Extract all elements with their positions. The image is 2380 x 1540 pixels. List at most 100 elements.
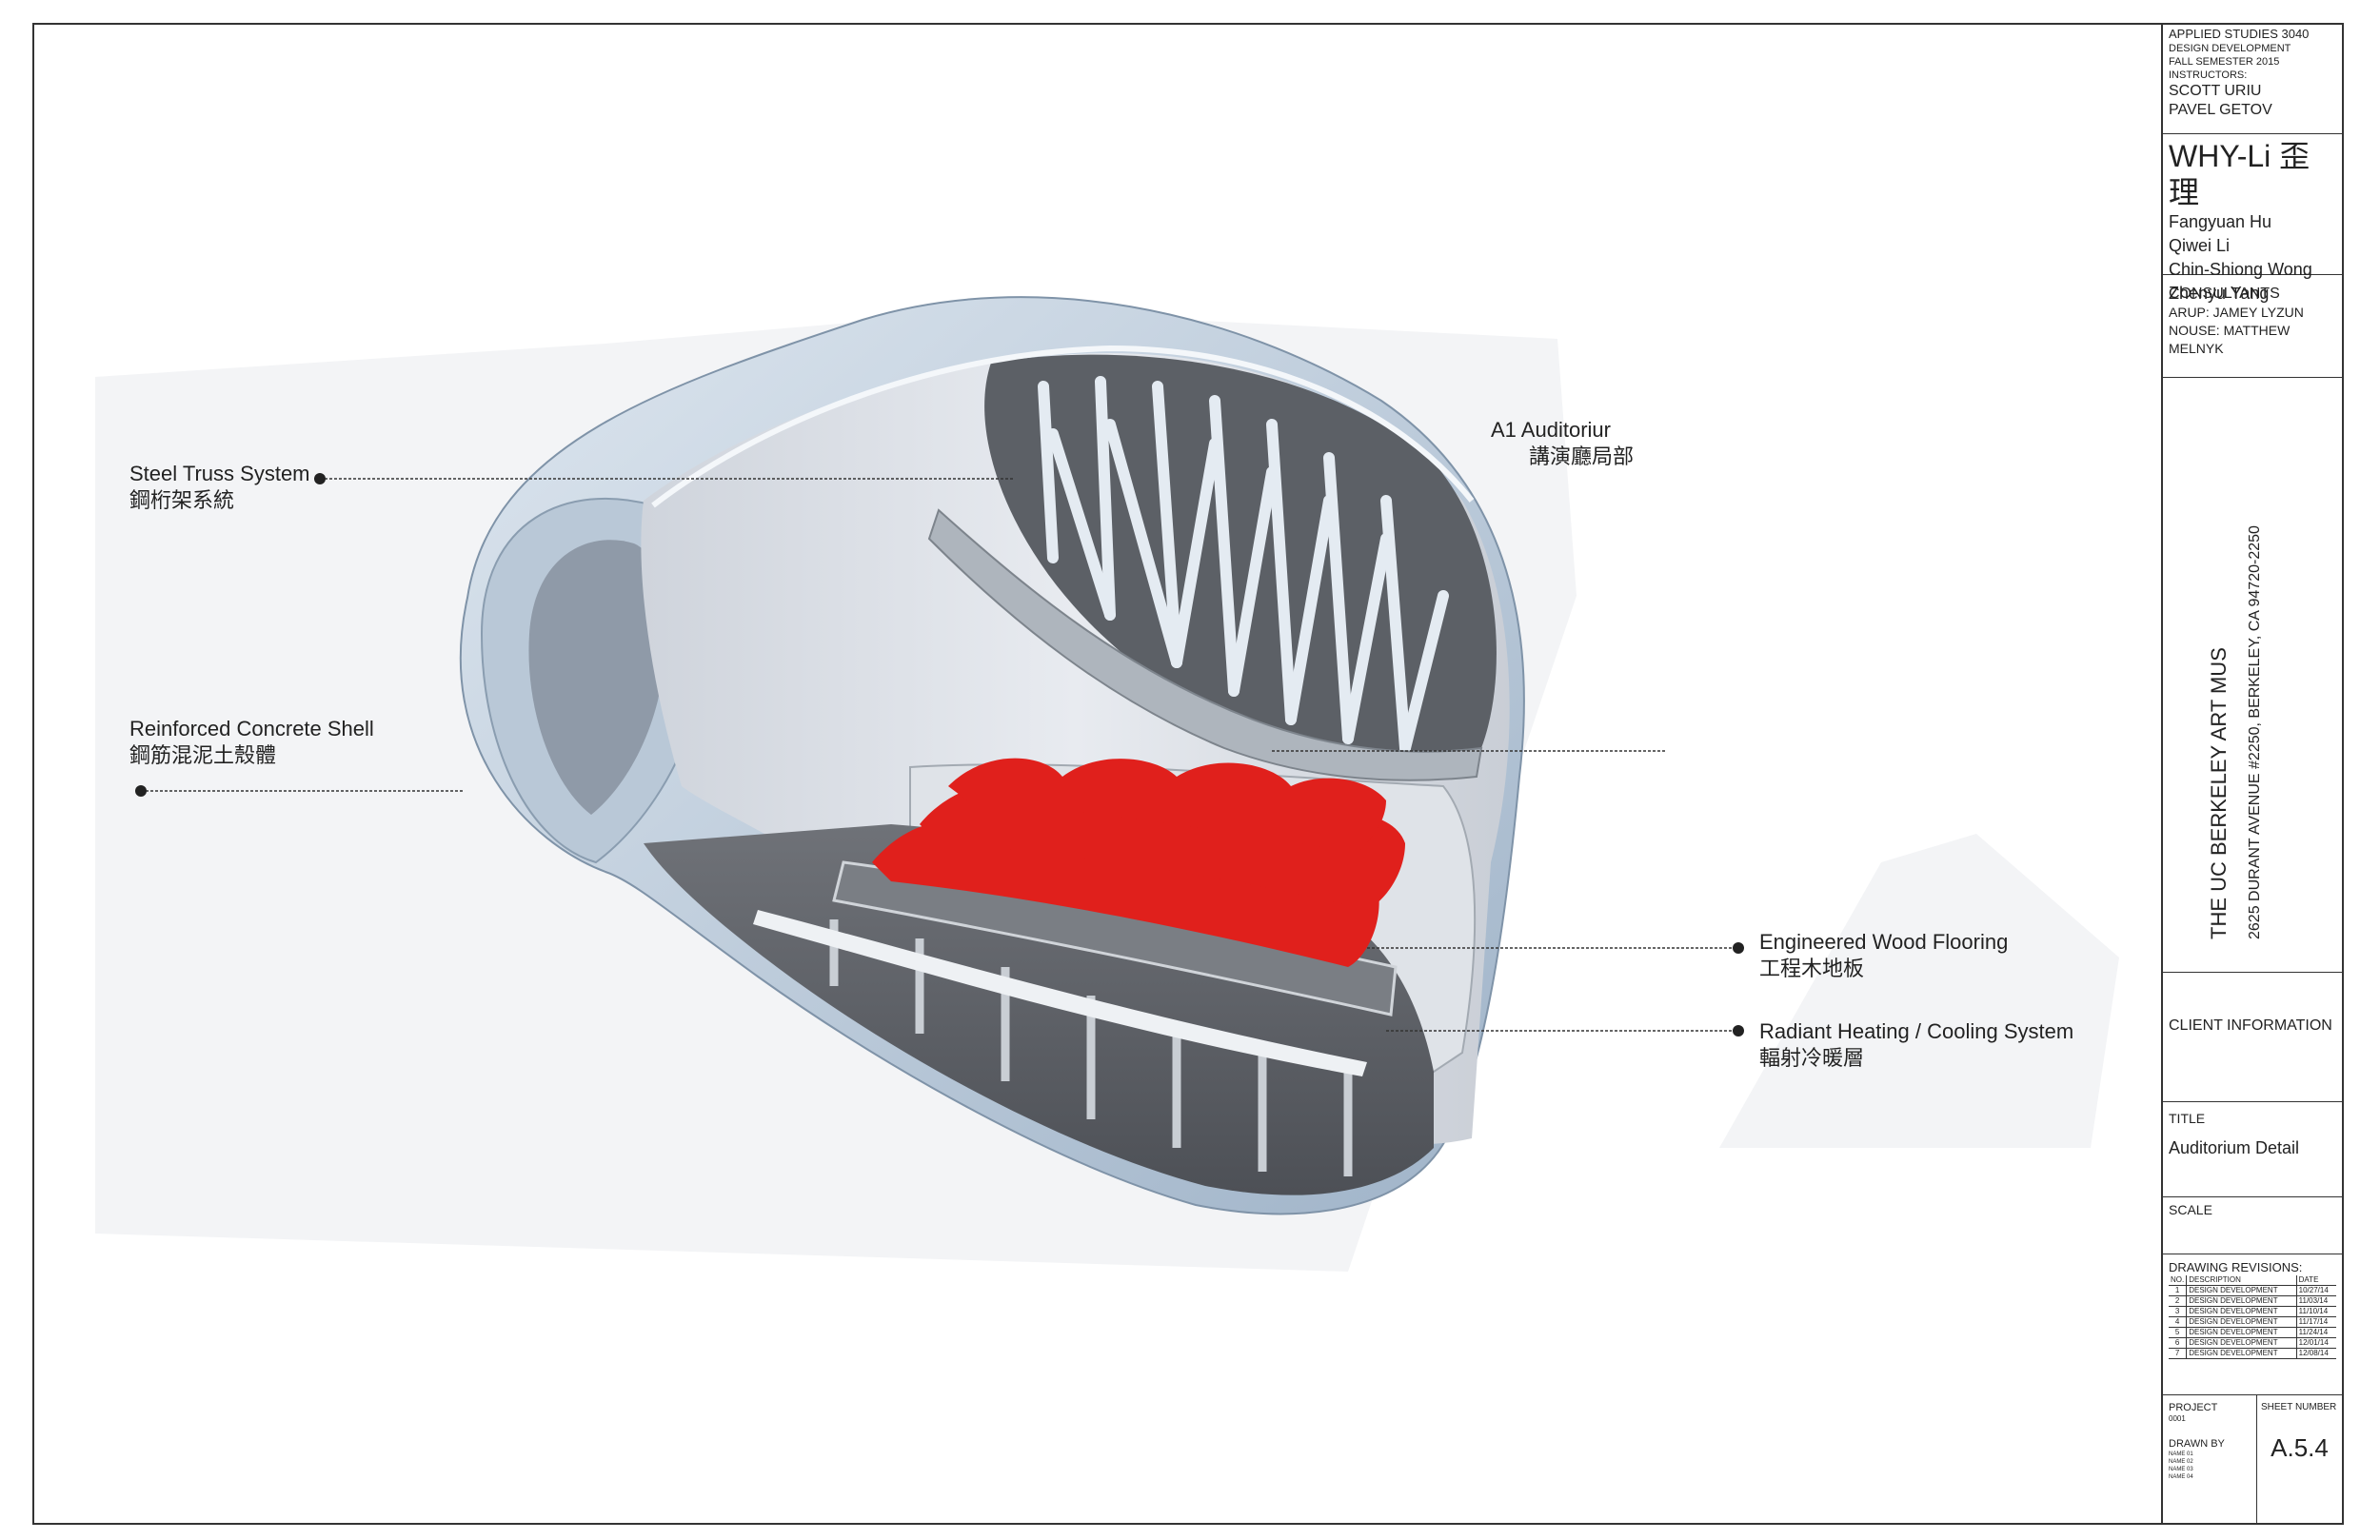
callout-leaders [141,478,1738,1032]
course-phase: DESIGN DEVELOPMENT [2169,43,2291,54]
rev-desc: DESIGN DEVELOPMENT [2186,1316,2297,1328]
revisions-section: DRAWING REVISIONS: NO. DESCRIPTION DATE … [2163,1254,2342,1395]
callout-steel-truss-zh: 鋼桁架系統 [129,488,235,512]
steel-truss-members [1038,376,1449,754]
rev-header-date: DATE [2296,1275,2336,1286]
project-name: THE UC BERKELEY ART MUS [2207,647,2231,939]
title-block: APPLIED STUDIES 3040 DESIGN DEVELOPMENT … [2161,25,2342,1523]
drawn-by-name: NAME 03 [2169,1467,2193,1472]
consultants-info: CONSULTANTS ARUP: JAMEY LYZUN NOUSE: MAT… [2163,275,2342,378]
callout-steel-truss-en: Steel Truss System [129,462,310,485]
ceiling-acoustic-panels [927,508,1483,781]
rev-desc: DESIGN DEVELOPMENT [2186,1337,2297,1349]
callout-concrete-shell: Reinforced Concrete Shell 鋼筋混泥土殼體 [129,716,374,769]
rev-date: 11/24/14 [2296,1327,2336,1338]
sheet-number: A.5.4 [2271,1433,2329,1462]
callout-wood-flooring: Engineered Wood Flooring 工程木地板 [1759,929,2008,982]
callout-radiant-system: Radiant Heating / Cooling System 輻射冷暖層 [1759,1018,2073,1072]
sheet-frame [32,23,2344,1525]
sheet-number-label: SHEET NUMBER [2261,1402,2337,1412]
rev-date: 10/27/14 [2296,1285,2336,1296]
rev-date: 11/10/14 [2296,1306,2336,1317]
callout-auditorium-en: A1 Auditoriur [1491,418,1611,442]
rev-date: 12/01/14 [2296,1337,2336,1349]
course-semester: FALL SEMESTER 2015 [2169,56,2280,68]
structural-columns [829,919,1353,1176]
rev-date: 11/17/14 [2296,1316,2336,1328]
title-label: TITLE [2169,1111,2206,1126]
revisions-header-row: NO. DESCRIPTION DATE [2169,1275,2336,1286]
project-name-panel: THE UC BERKELEY ART MUS 2625 DURANT AVEN… [2163,378,2342,973]
sheet-number-cell: SHEET NUMBER A.5.4 [2256,1395,2342,1523]
instructor-1: SCOTT URIU [2169,83,2262,99]
drawn-by-label: DRAWN BY [2169,1438,2225,1450]
team-member-4: Zhenyu Yang [2169,284,2270,303]
project-section: PROJECT 0001 DRAWN BY NAME 01 NAME 02 NA… [2163,1395,2342,1523]
callout-auditorium: A1 Auditoriur 講演廳局部 [1491,417,1634,470]
rev-desc: DESIGN DEVELOPMENT [2186,1306,2297,1317]
rev-no: 7 [2169,1348,2188,1359]
course-name: APPLIED STUDIES 3040 [2169,27,2310,41]
scale-section: SCALE [2163,1197,2342,1254]
auditorium-seats [872,758,1405,967]
project-number-cell: PROJECT 0001 DRAWN BY NAME 01 NAME 02 NA… [2169,1401,2252,1481]
course-info: APPLIED STUDIES 3040 DESIGN DEVELOPMENT … [2163,25,2342,134]
consultant-1: ARUP: JAMEY LYZUN [2169,305,2304,320]
callout-dots [135,473,1744,1037]
rev-header-no: NO. [2169,1275,2188,1286]
shell-edge [651,345,1475,508]
client-info-label: CLIENT INFORMATION [2169,1017,2332,1034]
rev-date: 12/08/14 [2296,1348,2336,1359]
rev-no: 4 [2169,1316,2188,1328]
rev-no: 1 [2169,1285,2188,1296]
instructors-label: INSTRUCTORS: [2169,69,2248,81]
callout-steel-truss: Steel Truss System 鋼桁架系統 [129,461,310,514]
shell-opening [528,540,665,815]
rev-header-desc: DESCRIPTION [2186,1275,2297,1286]
team-member-1: Fangyuan Hu [2169,212,2272,231]
title-value: Auditorium Detail [2169,1138,2300,1157]
rev-no: 5 [2169,1327,2188,1338]
drawn-by-name: NAME 02 [2169,1459,2193,1465]
callout-concrete-shell-en: Reinforced Concrete Shell [129,717,374,740]
consultant-2: NOUSE: MATTHEW MELNYK [2169,323,2291,356]
team-name: WHY-Li 歪理 [2169,139,2311,209]
drawing-area: Steel Truss System 鋼桁架系統 Reinforced Conc… [34,25,2161,1523]
rev-date: 11/03/14 [2296,1295,2336,1307]
project-address: 2625 DURANT AVENUE #2250, BERKELEY, CA 9… [2247,525,2263,939]
instructor-2: PAVEL GETOV [2169,102,2272,118]
ground-plane-right [1719,834,2119,1148]
callout-radiant-system-zh: 輻射冷暖層 [1759,1046,1865,1070]
drawn-by-name: NAME 04 [2169,1474,2193,1480]
project-number: 0001 [2169,1414,2186,1423]
team-info: WHY-Li 歪理 Fangyuan Hu Qiwei Li Chin-Shio… [2163,134,2342,303]
team-member-3: Chin-Shiong Wong [2169,260,2312,279]
client-info: CLIENT INFORMATION [2163,973,2342,1102]
scale-label: SCALE [2169,1202,2212,1217]
rev-no: 6 [2169,1337,2188,1349]
callout-auditorium-zh: 講演廳局部 [1529,444,1635,468]
rev-no: 3 [2169,1306,2188,1317]
title-section: TITLE Auditorium Detail [2163,1102,2342,1197]
callout-concrete-shell-zh: 鋼筋混泥土殼體 [129,743,277,767]
rev-desc: DESIGN DEVELOPMENT [2186,1327,2297,1338]
rev-desc: DESIGN DEVELOPMENT [2186,1295,2297,1307]
callout-wood-flooring-zh: 工程木地板 [1759,957,1865,980]
rev-no: 2 [2169,1295,2188,1307]
consultants-label: CONSULTANTS [2169,286,2280,302]
team-member-2: Qiwei Li [2169,236,2231,255]
rev-desc: DESIGN DEVELOPMENT [2186,1348,2297,1359]
callout-wood-flooring-en: Engineered Wood Flooring [1759,930,2009,954]
revisions-label: DRAWING REVISIONS: [2169,1260,2303,1274]
callout-radiant-system-en: Radiant Heating / Cooling System [1759,1019,2074,1043]
drawn-by-name: NAME 01 [2169,1451,2193,1457]
auditorium-section-diagram [95,296,2119,1272]
